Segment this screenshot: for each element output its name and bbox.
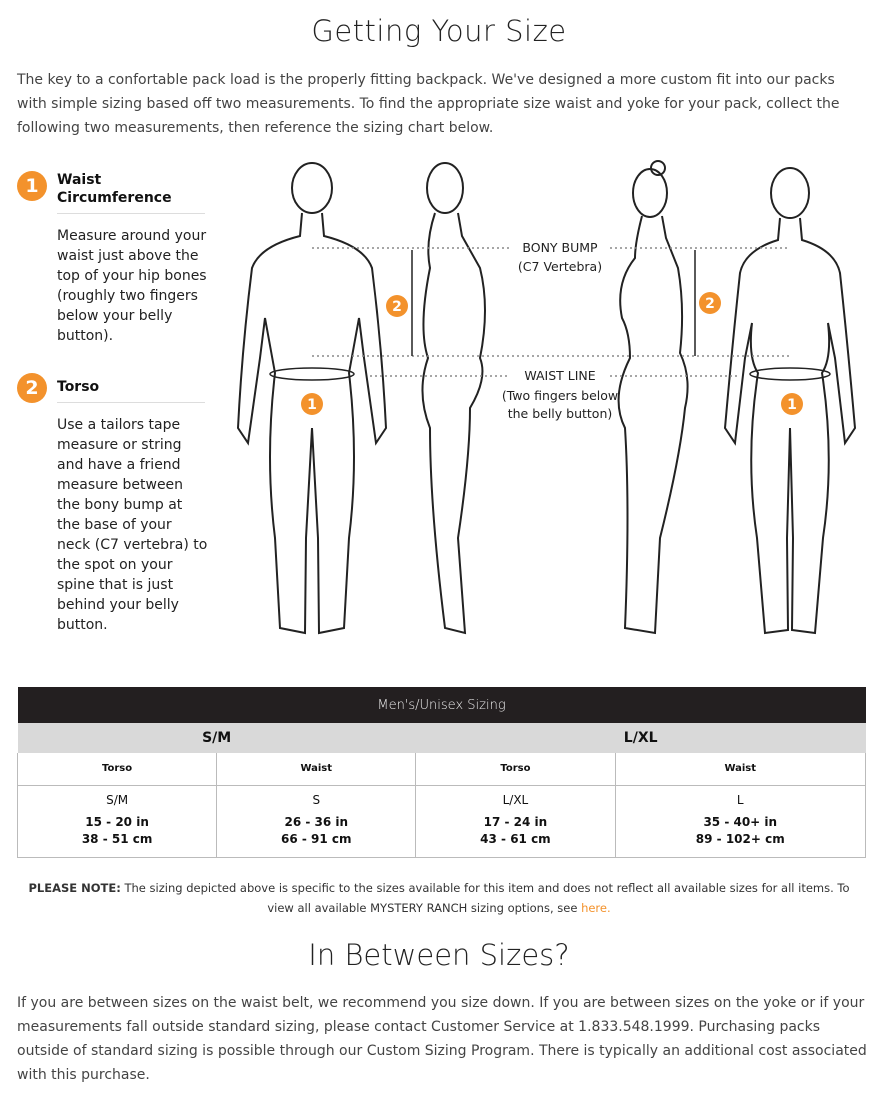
- marker-label: 1: [787, 397, 797, 413]
- figure-outlines: [236, 160, 857, 635]
- note-label: PLEASE NOTE:: [28, 881, 121, 895]
- marker-2-icon: [699, 292, 721, 314]
- column-header: Torso: [16, 753, 218, 786]
- marker-1-icon: [301, 393, 323, 415]
- size-group-header: S/M: [17, 723, 416, 753]
- sizing-table: Men's/Unisex Sizing S/M L/XL Torso Waist…: [16, 687, 867, 858]
- table-title: Men's/Unisex Sizing: [17, 687, 866, 723]
- male-side-figure: [421, 162, 486, 635]
- male-front-figure: [236, 162, 388, 635]
- step-title: Waist Circumference: [57, 171, 205, 214]
- column-header: Torso: [415, 753, 616, 786]
- page-title: Getting Your Size: [311, 14, 567, 48]
- marker-2-icon: [386, 295, 408, 317]
- step-number-2-icon: 2: [17, 373, 47, 403]
- bony-bump-sublabel: (C7 Vertebra): [518, 259, 602, 274]
- waist-line-sublabel: the belly button): [508, 406, 613, 421]
- step-title: Torso: [57, 373, 205, 403]
- torso-arrows: [411, 250, 696, 356]
- step-number-1-icon: 1: [17, 171, 47, 201]
- guide-lines: [312, 247, 790, 377]
- female-side-figure: [617, 160, 689, 635]
- section-title: In Between Sizes?: [308, 938, 570, 972]
- marker-label: 2: [392, 299, 402, 315]
- column-header: Waist: [216, 753, 417, 786]
- marker-1-icon: [781, 393, 803, 415]
- body-measurement-illustration: 2 2 1 1 BONY BUMP (C7 Vertebra) WAIST LI…: [236, 160, 857, 635]
- marker-label: 1: [307, 397, 317, 413]
- waist-line-label: WAIST LINE: [524, 368, 595, 383]
- step-torso: 2 Torso Use a tailors tape measure or st…: [17, 373, 207, 635]
- markers: [301, 292, 803, 415]
- waist-line-sublabel: (Two fingers below: [502, 388, 618, 403]
- sizing-note: PLEASE NOTE: The sizing depicted above i…: [20, 878, 858, 918]
- intro-text: The key to a confortable pack load is th…: [17, 72, 840, 136]
- marker-label: 2: [705, 296, 715, 312]
- step-body: Use a tailors tape measure or string and…: [57, 417, 208, 633]
- step-body: Measure around your waist just above the…: [57, 228, 207, 344]
- step-waist: 1 Waist Circumference Measure around you…: [17, 171, 207, 346]
- size-group-header: L/XL: [415, 723, 866, 753]
- female-front-figure: [723, 167, 857, 635]
- bony-bump-label: BONY BUMP: [522, 240, 598, 255]
- between-sizes-text: If you are between sizes on the waist be…: [17, 995, 867, 1083]
- sizing-options-link[interactable]: here.: [581, 901, 611, 915]
- waist-tapes: [269, 367, 831, 381]
- column-header: Waist: [614, 753, 867, 786]
- note-text: The sizing depicted above is specific to…: [120, 881, 850, 915]
